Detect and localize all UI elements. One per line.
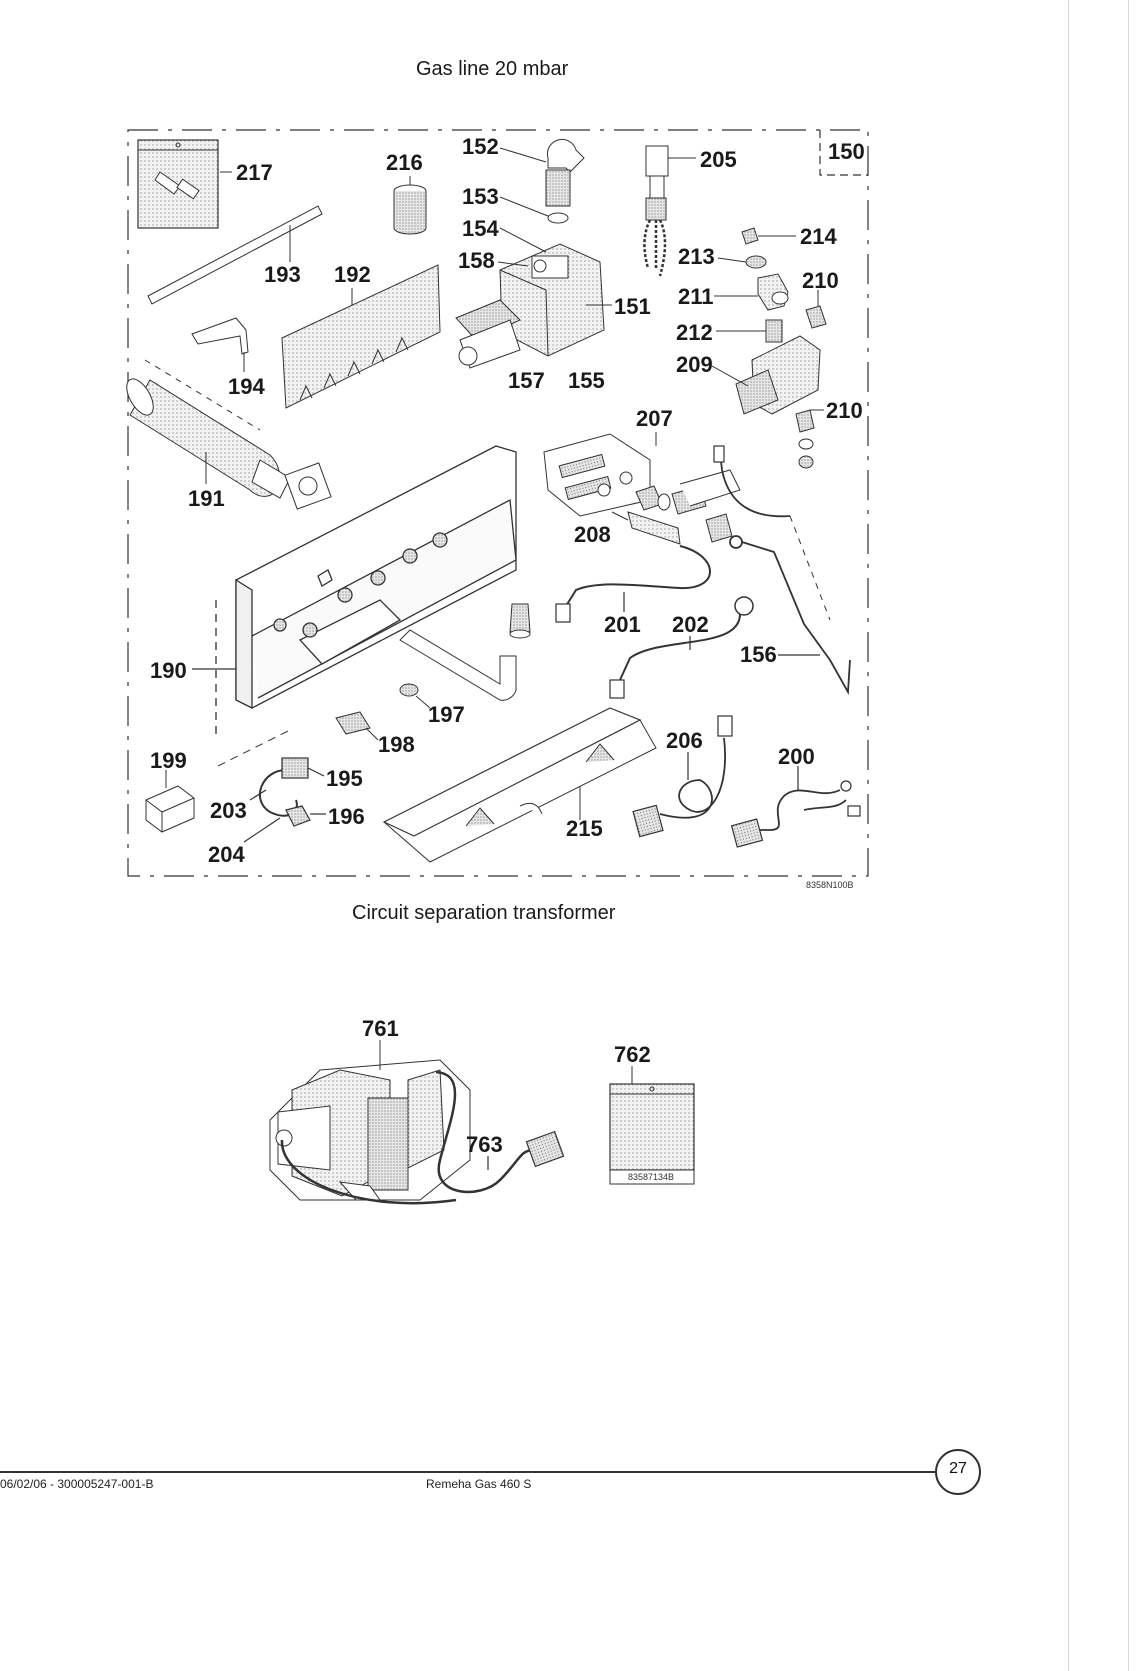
part-761-transformer	[269, 1040, 471, 1201]
callout-151: 151	[614, 294, 651, 319]
part-194-bracket	[191, 317, 249, 372]
callout-217: 217	[236, 160, 273, 185]
callout-150: 150	[828, 139, 865, 164]
callout-205: 205	[700, 147, 737, 172]
callout-761: 761	[362, 1016, 399, 1041]
callout-210-top: 210	[802, 268, 839, 293]
part-202-cable	[609, 596, 754, 699]
part-207-pilot-burner	[543, 432, 657, 517]
part-nozzle	[509, 603, 531, 639]
callout-199: 199	[150, 748, 187, 773]
part-210-fitting-bottom	[795, 409, 824, 469]
callout-204: 204	[208, 842, 245, 867]
gas-line-title: Gas line 20 mbar	[416, 58, 569, 80]
part-763-cable	[280, 1070, 565, 1205]
callout-154: 154	[462, 216, 499, 241]
part-212-fitting	[716, 319, 783, 343]
callout-210-bottom: 210	[826, 398, 863, 423]
part-151-gas-valve	[455, 227, 612, 369]
callout-153: 153	[462, 184, 499, 209]
part-156-ionisation-lead	[713, 445, 851, 696]
callout-196: 196	[328, 804, 365, 829]
scan-edge-line	[1128, 0, 1129, 1671]
transformer-title: Circuit separation transformer	[352, 902, 616, 924]
callout-192: 192	[334, 262, 371, 287]
callout-198: 198	[378, 732, 415, 757]
page-number: 27	[949, 1460, 967, 1477]
callout-191: 191	[188, 486, 225, 511]
callout-212: 212	[676, 320, 713, 345]
callout-763: 763	[466, 1132, 503, 1157]
part-190-frame	[192, 445, 517, 740]
part-214-fitting	[741, 227, 796, 245]
part-210-fitting-top	[805, 290, 827, 329]
callout-150-bracket	[819, 130, 868, 176]
part-192-panel	[281, 264, 441, 409]
callout-158: 158	[458, 248, 495, 273]
part-153-seal	[499, 196, 569, 224]
part-217-bag	[137, 139, 232, 229]
callout-216: 216	[386, 150, 423, 175]
callout-190: 190	[150, 658, 187, 683]
callout-156: 156	[740, 642, 777, 667]
callout-197: 197	[428, 702, 465, 727]
callout-201: 201	[604, 612, 641, 637]
callout-193: 193	[264, 262, 301, 287]
part-215-plate	[382, 707, 657, 863]
part-197-pipe	[399, 629, 517, 709]
callout-157: 157	[508, 368, 545, 393]
callout-211: 211	[678, 284, 714, 309]
callout-208: 208	[574, 522, 611, 547]
callout-207: 207	[636, 406, 673, 431]
part-206-harness	[632, 715, 733, 838]
callout-202: 202	[672, 612, 709, 637]
part-762-bag	[609, 1066, 695, 1185]
callout-200: 200	[778, 744, 815, 769]
part-198-clip	[335, 711, 379, 741]
part-203-cable	[243, 757, 326, 843]
part-201-cable	[555, 545, 711, 623]
part-213-fitting	[717, 255, 767, 269]
drawing-code-gas-line: 8358N100B	[806, 880, 854, 890]
callout-206: 206	[666, 728, 703, 753]
part-193-strip	[147, 205, 323, 305]
callout-152: 152	[462, 134, 499, 159]
part-152-elbow	[499, 138, 585, 207]
callout-215: 215	[566, 816, 603, 841]
callout-203: 203	[210, 798, 247, 823]
callout-195: 195	[326, 766, 363, 791]
part-209-solenoid	[711, 335, 821, 415]
part-191-burner	[126, 359, 332, 510]
drawing-code-bag: 83587134B	[628, 1172, 675, 1182]
part-211-elbow	[714, 273, 789, 311]
footer-product: Remeha Gas 460 S	[426, 1477, 532, 1491]
scan-edge-line	[1068, 0, 1069, 1671]
part-216-filter	[393, 176, 427, 235]
callout-194: 194	[228, 374, 265, 399]
callout-155: 155	[568, 368, 605, 393]
callout-762: 762	[614, 1042, 651, 1067]
part-200-harness	[730, 766, 861, 848]
part-205-harness	[643, 145, 696, 277]
footer-doc-ref: 06/02/06 - 300005247-001-B	[0, 1477, 154, 1491]
part-199-cover	[145, 770, 195, 833]
callout-209: 209	[676, 352, 713, 377]
assembly-frame	[127, 129, 869, 877]
callout-214: 214	[800, 224, 837, 249]
page-number-badge	[935, 1449, 981, 1495]
callout-213: 213	[678, 244, 715, 269]
